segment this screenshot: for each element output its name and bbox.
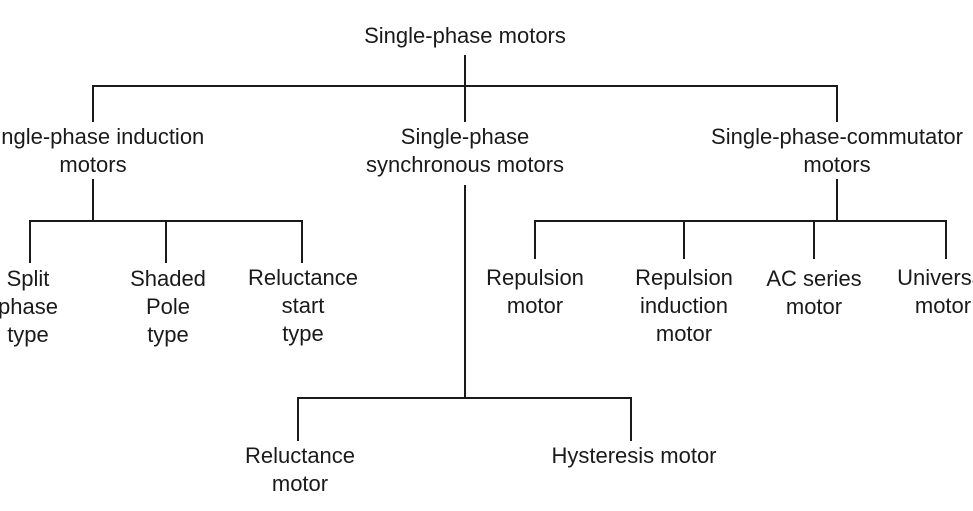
node-label-line: motor [785, 294, 843, 319]
node-label-line: induction [639, 293, 729, 318]
node-label-line: AC series [766, 266, 862, 291]
node-label-line: motor [655, 321, 713, 346]
node-label-line: Pole [145, 294, 191, 319]
node-label-line: Universal [897, 265, 973, 290]
node-label-line: motors [803, 152, 871, 177]
node-label-line: Single-phase motors [364, 23, 566, 48]
node-repulsion-induction-motor: Repulsion induction motor [635, 264, 733, 348]
node-label-line: motors [59, 152, 127, 177]
node-label-line: Split [6, 266, 50, 291]
node-split-phase-type: Split phase type [0, 265, 58, 349]
node-reluctance-start-type: Reluctance start type [248, 264, 358, 348]
node-shaded-pole-type: Shaded Pole type [130, 265, 206, 349]
node-label-line: Repulsion [486, 265, 584, 290]
node-label-line: Hysteresis motor [551, 443, 717, 468]
node-induction-motors: Single-phase induction motors [0, 123, 204, 179]
node-label-line: Single-phase induction [0, 124, 205, 149]
node-universal-motor: Universal motor [897, 264, 973, 320]
node-label-line: Single-phase [400, 124, 530, 149]
node-synchronous-motors: Single-phase synchronous motors [366, 123, 564, 179]
node-label-line: Shaded [130, 266, 206, 291]
node-label-line: motor [271, 471, 329, 496]
node-hysteresis-motor: Hysteresis motor [551, 442, 716, 470]
node-label-line: start [281, 293, 325, 318]
node-label-line: type [147, 322, 189, 347]
node-ac-series-motor: AC series motor [766, 265, 861, 321]
node-label-line: motor [914, 293, 972, 318]
node-reluctance-motor: Reluctance motor [245, 442, 355, 498]
node-commutator-motors: Single-phase-commutator motors [711, 123, 963, 179]
node-label-line: phase [0, 294, 58, 319]
node-label-line: Reluctance [247, 265, 359, 290]
node-label-line: motor [506, 293, 564, 318]
node-label-line: Single-phase-commutator [711, 124, 963, 149]
node-label-line: type [282, 321, 324, 346]
node-label-line: Reluctance [244, 443, 356, 468]
node-label-line: type [7, 322, 49, 347]
node-label-line: Repulsion [635, 265, 733, 290]
node-single-phase-motors: Single-phase motors [364, 22, 566, 50]
node-repulsion-motor: Repulsion motor [486, 264, 584, 320]
node-label-line: synchronous motors [365, 152, 565, 177]
